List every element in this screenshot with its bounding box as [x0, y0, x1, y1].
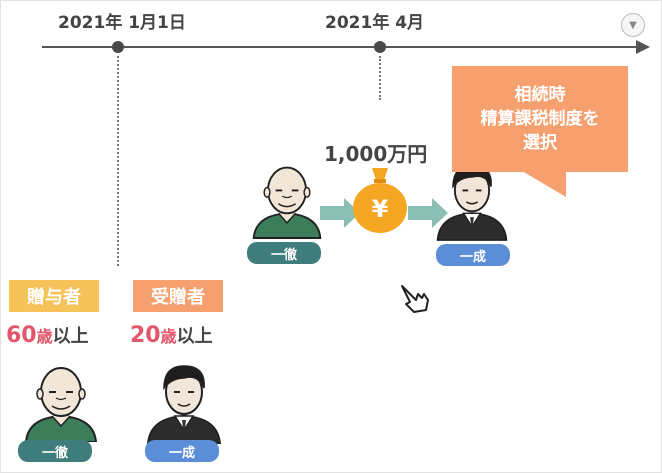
- chevron-down-icon[interactable]: ▼: [621, 13, 645, 37]
- receiver-age-number: 20: [130, 323, 161, 348]
- date-start-label: 2021年 1月1日: [58, 13, 186, 33]
- election-callout: 相続時 精算課税制度を 選択: [452, 66, 628, 172]
- timeline-arrowhead: [636, 40, 650, 54]
- start-date-guide: [117, 56, 119, 266]
- giver-label: 贈与者: [9, 280, 99, 312]
- callout-line-2: 精算課税制度を: [480, 109, 600, 129]
- receiver-label: 受贈者: [133, 280, 223, 312]
- end-date-guide: [379, 56, 381, 100]
- giver-age-condition: 60歳以上: [6, 322, 89, 348]
- giver-age-suffix: 以上: [52, 326, 89, 347]
- father-transfer-tag: 一徹: [247, 242, 321, 264]
- callout-tail: [522, 171, 566, 197]
- date-end-label: 2021年 4月: [325, 13, 425, 33]
- transfer-arrow-left: [320, 198, 360, 232]
- timeline-marker-start: [112, 41, 124, 53]
- receiver-age-condition: 20歳以上: [130, 322, 213, 348]
- son-avatar: [142, 358, 226, 445]
- father-avatar-transfer: [248, 158, 326, 240]
- timeline-marker-end: [374, 41, 386, 53]
- callout-line-3: 選択: [523, 133, 557, 153]
- giver-age-number: 60: [6, 323, 37, 348]
- receiver-age-unit: 歳: [160, 327, 177, 346]
- callout-line-1: 相続時: [514, 85, 566, 105]
- hand-pointer-icon: [396, 280, 432, 316]
- yen-symbol: ¥: [372, 195, 389, 223]
- giver-age-unit: 歳: [36, 327, 53, 346]
- gift-amount: 1,000万円: [324, 142, 428, 166]
- son-name-tag: 一成: [145, 440, 219, 462]
- receiver-age-suffix: 以上: [176, 326, 213, 347]
- yen-moneybag-icon: ¥: [352, 164, 408, 234]
- father-name-tag: 一徹: [18, 440, 92, 462]
- transfer-arrow-right: [408, 198, 448, 232]
- timeline-axis: [42, 46, 640, 48]
- father-avatar: [20, 360, 102, 443]
- son-transfer-tag: 一成: [436, 244, 510, 266]
